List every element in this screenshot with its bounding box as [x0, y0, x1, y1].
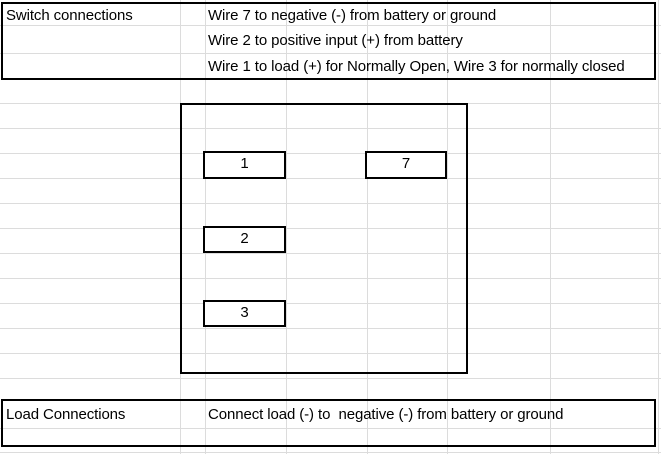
terminal-box-3[interactable]: 3 [203, 300, 286, 327]
terminal-label-3: 3 [240, 304, 249, 321]
terminal-label-1: 1 [240, 155, 249, 172]
terminal-box-2[interactable]: 2 [203, 226, 286, 253]
load-connections-label[interactable]: Load Connections [6, 406, 126, 423]
instruction-wire-1[interactable]: Wire 1 to load (+) for Normally Open, Wi… [208, 58, 625, 75]
load-connections-section-border [1, 399, 656, 447]
terminal-box-1[interactable]: 1 [203, 151, 286, 179]
terminal-label-7: 7 [401, 155, 411, 172]
instruction-wire-2[interactable]: Wire 2 to positive input (+) from batter… [208, 32, 463, 49]
terminal-label-2: 2 [240, 230, 249, 247]
switch-connections-label[interactable]: Switch connections [6, 7, 133, 24]
instruction-wire-7[interactable]: Wire 7 to negative (-) from battery or g… [208, 7, 497, 24]
switch-body-outline[interactable] [180, 103, 468, 374]
switch-connections-section-border [1, 2, 656, 80]
terminal-box-7[interactable]: 7 [365, 151, 447, 179]
load-connection-instruction[interactable]: Connect load (-) to negative (-) from ba… [208, 406, 564, 423]
